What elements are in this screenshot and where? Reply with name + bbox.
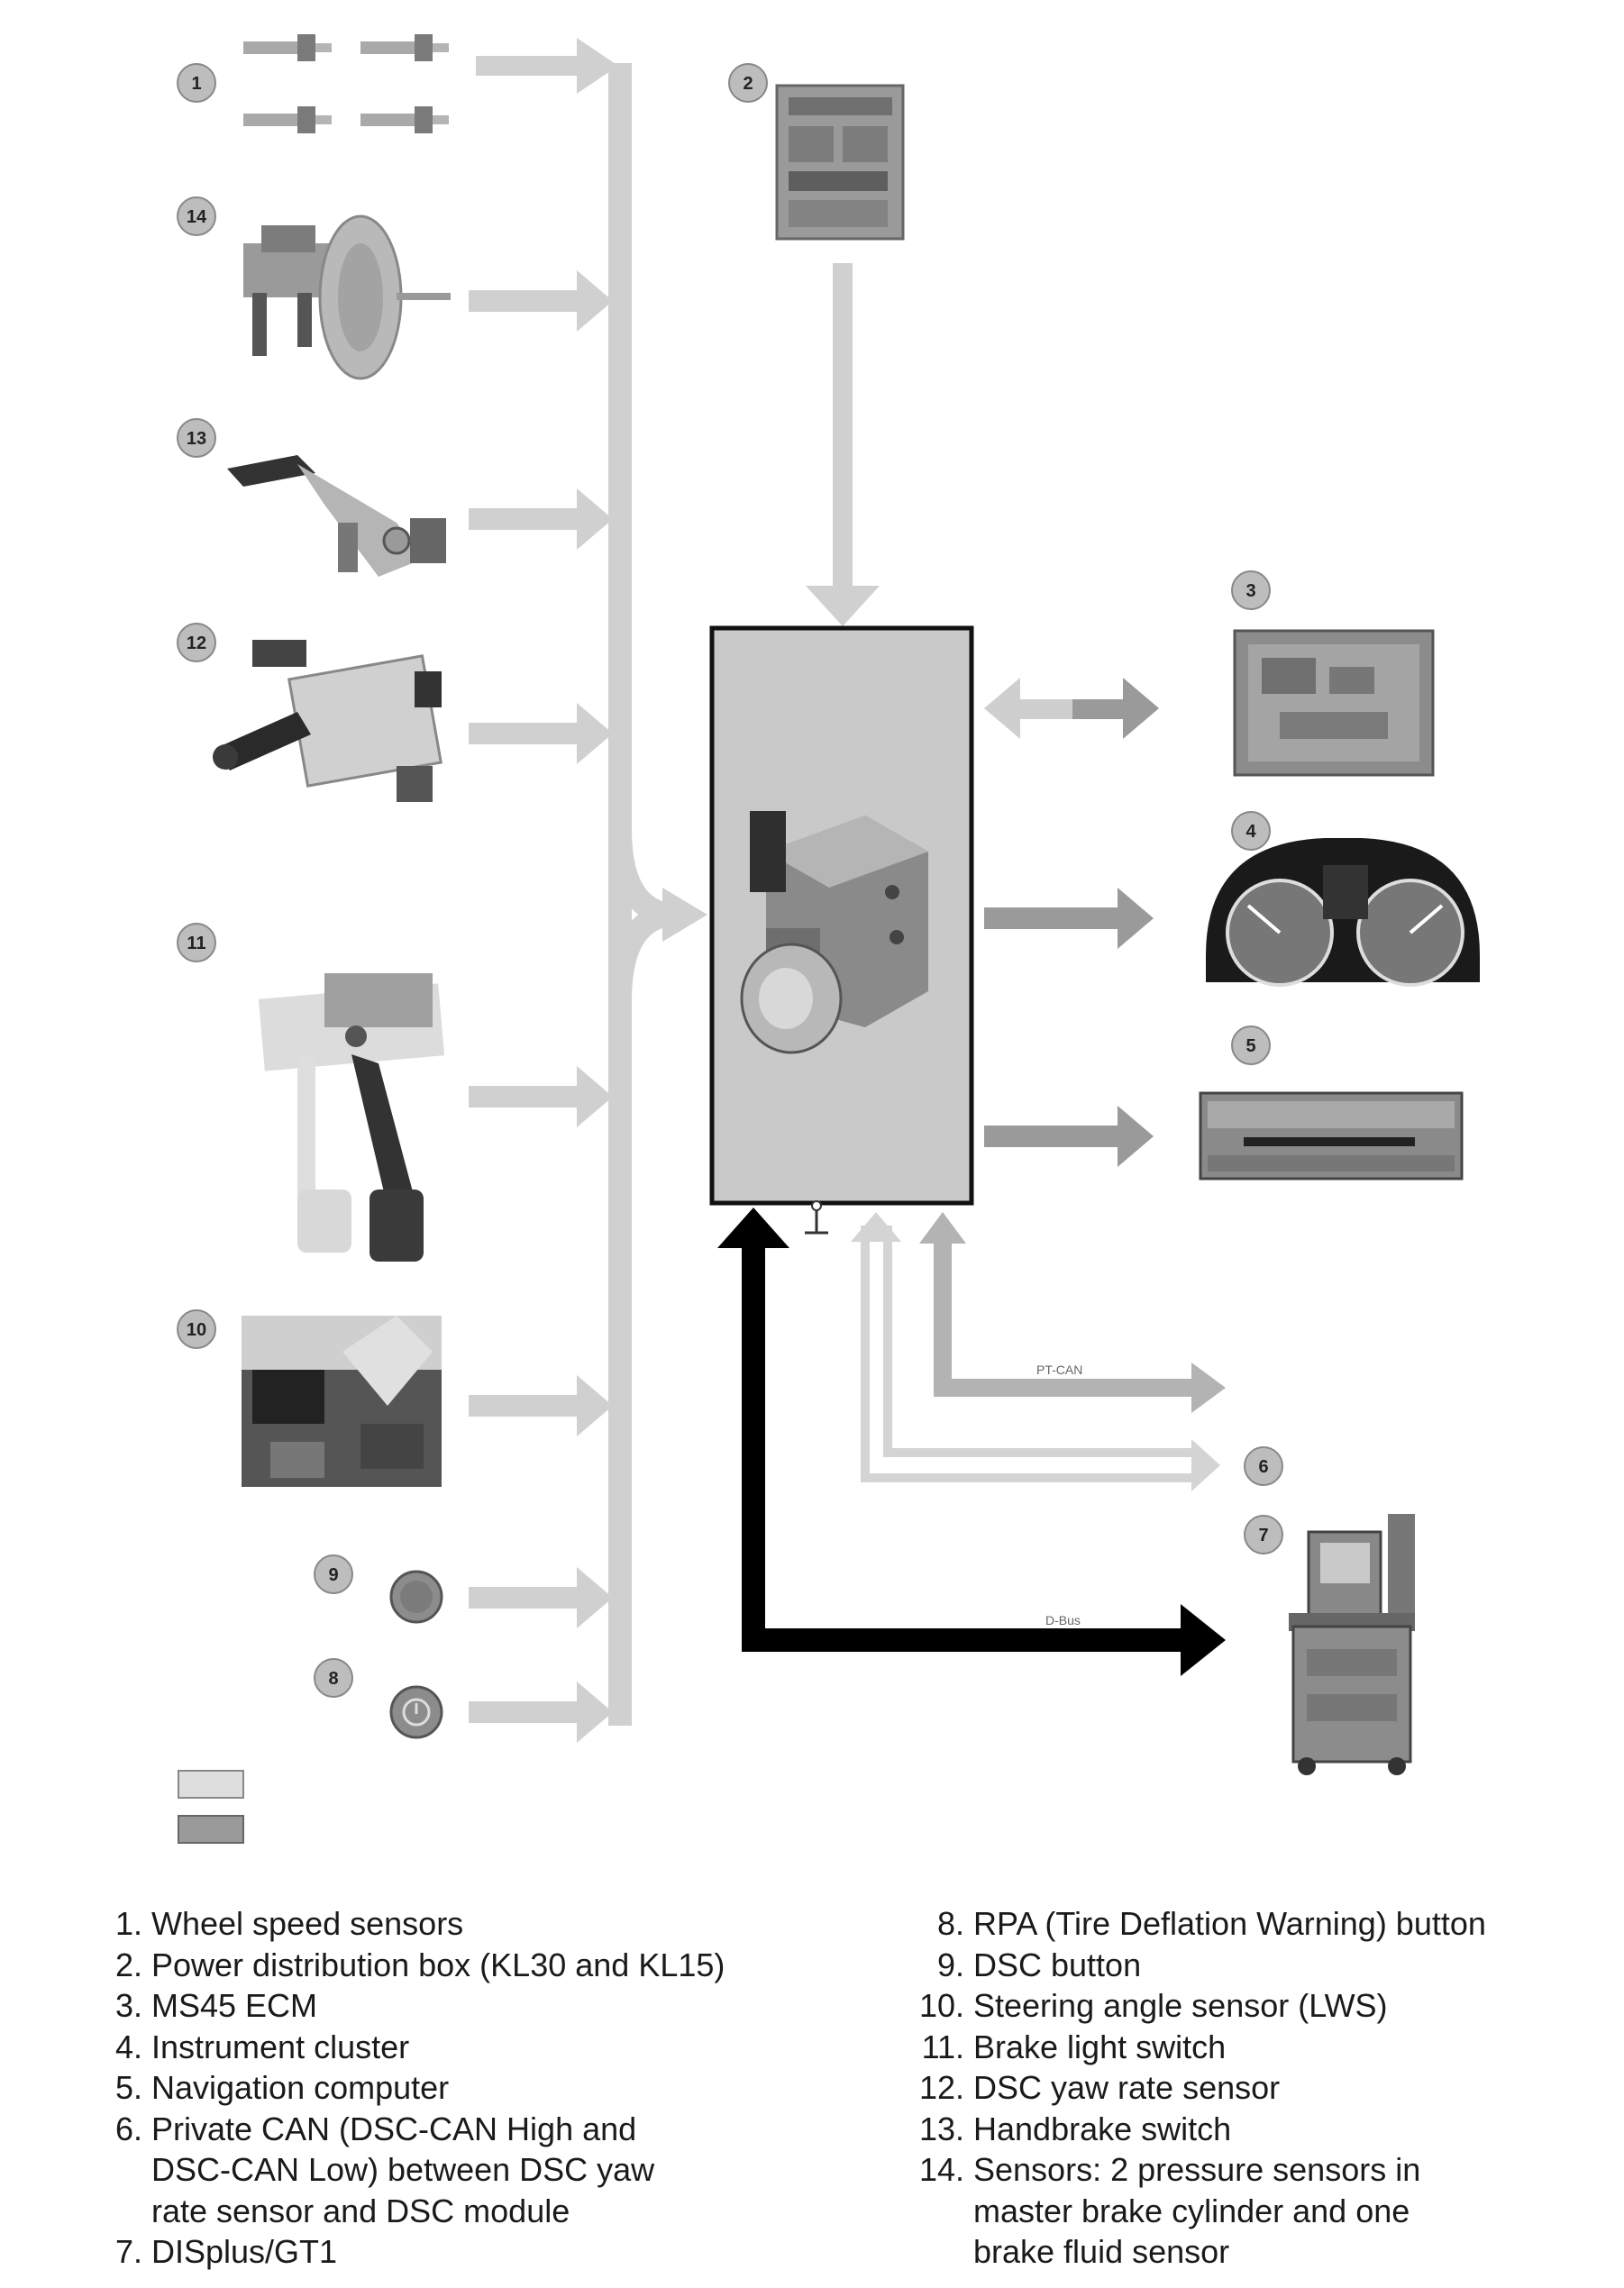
svg-text:5: 5	[1245, 1036, 1255, 1056]
badge-13: 13	[177, 418, 216, 458]
ms45-ecm-image	[1233, 629, 1435, 777]
svg-text:7: 7	[1258, 1526, 1268, 1545]
svg-text:3: 3	[1245, 581, 1255, 601]
badge-10: 10	[177, 1309, 216, 1349]
input-arrow-11	[469, 1066, 613, 1127]
displus-gt1-image	[1289, 1514, 1415, 1775]
badge-2: 2	[728, 63, 768, 103]
legend-item: 9.DSC button	[936, 1946, 1142, 1983]
svg-text:8: 8	[328, 1669, 338, 1689]
input-arrow-1	[476, 38, 618, 94]
badge-6: 6	[1244, 1446, 1283, 1486]
legend-item: 12.DSC yaw rate sensor	[918, 2069, 1281, 2106]
output-arrow-cluster	[984, 888, 1154, 949]
input-arrow-12	[469, 703, 613, 764]
power-distribution-box-image	[775, 84, 905, 241]
svg-text:9: 9	[328, 1565, 338, 1585]
input-arrow-13	[469, 488, 613, 550]
legend-item: 6.Private CAN (DSC-CAN High and DSC-CAN …	[114, 2110, 655, 2229]
legend-item: 5.Navigation computer	[114, 2069, 450, 2106]
d-bus-label: D-Bus	[1045, 1613, 1081, 1627]
svg-text:14: 14	[187, 207, 207, 227]
input-bus-curve-top	[608, 828, 671, 926]
svg-text:6: 6	[1258, 1457, 1268, 1477]
legend-item: 1.Wheel speed sensors	[114, 1905, 464, 1942]
badge-1: 1	[177, 63, 216, 103]
brake-master-cylinder-image	[243, 214, 451, 380]
power-supply-arrow	[806, 263, 880, 626]
instrument-cluster-image	[1206, 838, 1480, 987]
bidirectional-arrow-ecm	[984, 678, 1159, 739]
number-badges: 1 14 13 12 11 10 9 8 2 3 4 5 6 7	[177, 63, 1283, 1698]
input-arrow-8	[469, 1682, 613, 1743]
color-key-dark-swatch	[178, 1815, 244, 1844]
pt-can-label: PT-CAN	[1036, 1363, 1082, 1377]
input-arrow-10	[469, 1375, 613, 1436]
svg-text:4: 4	[1245, 822, 1256, 842]
input-bus	[469, 38, 707, 1743]
legend-item: 11.Brake light switch	[921, 2028, 1227, 2065]
brake-light-switch-pedal-image	[258, 973, 445, 1262]
svg-text:2: 2	[743, 74, 753, 94]
color-key-light-swatch	[178, 1770, 244, 1799]
badge-7: 7	[1244, 1515, 1283, 1554]
badge-8: 8	[314, 1658, 353, 1698]
handbrake-lever-image	[227, 455, 446, 577]
badge-9: 9	[314, 1554, 353, 1594]
badge-4: 4	[1231, 811, 1271, 851]
legend-left-column: 1.Wheel speed sensors 2.Power distributi…	[99, 1903, 784, 2273]
svg-text:11: 11	[187, 934, 205, 953]
svg-text:1: 1	[191, 74, 201, 94]
svg-text:10: 10	[187, 1320, 206, 1340]
yaw-rate-sensor-image	[213, 640, 443, 802]
input-arrow-14	[469, 270, 613, 332]
svg-text:12: 12	[187, 634, 206, 653]
badge-14: 14	[177, 196, 216, 236]
legend-item: 7.DISplus/GT1	[114, 2233, 338, 2270]
steering-angle-sensor-image	[242, 1316, 442, 1487]
color-key	[178, 1770, 244, 1844]
badge-3: 3	[1231, 570, 1271, 610]
legend-item: 2.Power distribution box (KL30 and KL15)	[114, 1946, 725, 1983]
legend-item: 3.MS45 ECM	[114, 1987, 318, 2024]
ground-symbol	[805, 1200, 828, 1235]
legend-item: 14.Sensors: 2 pressure sensors in master…	[918, 2151, 1421, 2270]
navigation-computer-image	[1199, 1091, 1464, 1180]
wheel-speed-sensors-image	[243, 34, 449, 133]
legend-item: 4.Instrument cluster	[114, 2028, 410, 2065]
input-bus-curve-bottom	[608, 903, 671, 1001]
legend-item: 10.Steering angle sensor (LWS)	[918, 1987, 1388, 2024]
badge-12: 12	[177, 623, 216, 662]
input-arrow-9	[469, 1567, 613, 1628]
dsc-module	[709, 625, 974, 1235]
d-bus-line: D-Bus	[717, 1208, 1226, 1676]
legend-right-column: 8.RPA (Tire Deflation Warning) button 9.…	[901, 1903, 1586, 2273]
rpa-button-image	[389, 1685, 443, 1739]
pt-can-line: PT-CAN	[919, 1212, 1226, 1413]
output-arrow-navigation	[984, 1106, 1154, 1167]
dsc-button-image	[389, 1570, 443, 1624]
dsc-hydraulic-unit-image	[740, 811, 928, 1054]
badge-5: 5	[1231, 1025, 1271, 1065]
badge-11: 11	[177, 923, 216, 962]
input-bus-arrowhead	[662, 888, 707, 942]
svg-text:13: 13	[187, 429, 206, 449]
legend-item: 8.RPA (Tire Deflation Warning) button	[936, 1905, 1486, 1942]
private-can-line	[851, 1212, 1220, 1491]
dsc-system-diagram: PT-CAN D-Bus	[177, 34, 1480, 1844]
legend-item: 13.Handbrake switch	[918, 2110, 1232, 2147]
